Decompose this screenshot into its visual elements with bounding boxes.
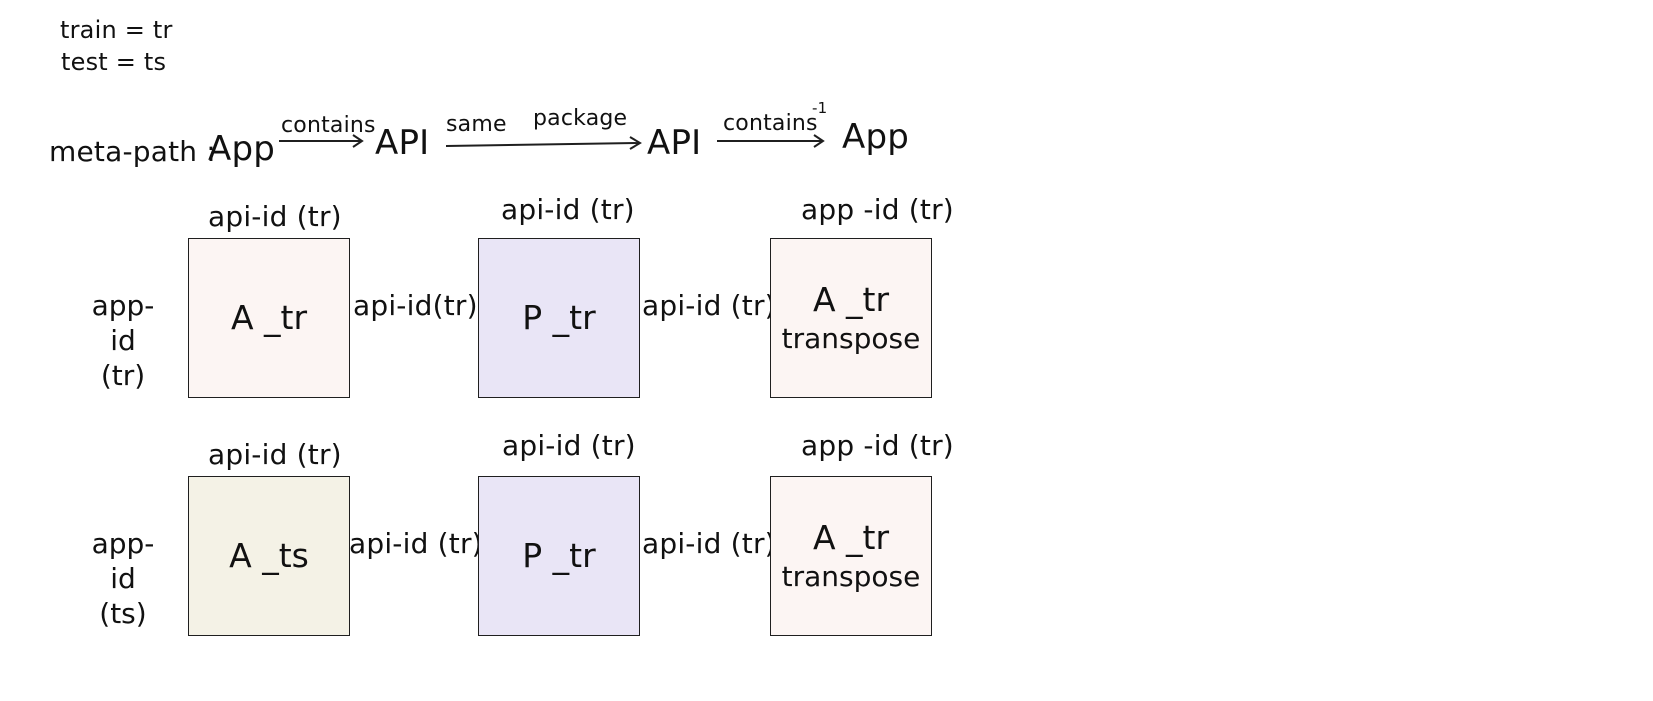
row2-col3-header: app -id (tr) (801, 429, 954, 462)
metapath-node-app-start: App (208, 129, 276, 169)
matrix-a-tr-transpose-row1-line1: A _tr (812, 279, 890, 319)
matrix-p-tr-row2: P _tr (478, 476, 640, 636)
metapath-edge-contains-inverse: contains (723, 111, 818, 136)
row1-label-line1: app-id (91, 289, 155, 357)
legend-train: train = tr (60, 16, 173, 44)
row1-between-label-1: api-id(tr) (353, 289, 478, 322)
row2-label: app-id (ts) (79, 526, 167, 631)
metapath-arrow-3 (717, 134, 825, 148)
matrix-a-tr-transpose-row1-line2: transpose (781, 321, 921, 355)
row2-between-label-1: api-id (tr) (349, 527, 483, 560)
metapath-edge-contains: contains (281, 113, 376, 138)
matrix-p-tr-row1-content: P _tr (522, 299, 595, 337)
matrix-p-tr-row2-label: P _tr (522, 536, 596, 576)
matrix-a-tr-row1-content: A _tr (231, 299, 307, 337)
row1-between-label-2: api-id (tr) (642, 289, 776, 322)
matrix-a-tr-transpose-row2-content: A _tr transpose (781, 517, 921, 593)
row2-col1-header: api-id (tr) (208, 438, 342, 471)
matrix-a-ts-row2-content: A _ts (229, 537, 309, 575)
row2-col2-header: api-id (tr) (502, 429, 636, 462)
matrix-p-tr-row1-label: P _tr (522, 298, 596, 338)
matrix-a-tr-row1-label: A _tr (230, 298, 308, 338)
matrix-p-tr-row2-content: P _tr (522, 537, 595, 575)
matrix-a-tr-row1: A _tr (188, 238, 350, 398)
matrix-a-ts-row2-label: A _ts (229, 536, 309, 576)
metapath-arrow-1 (279, 134, 364, 148)
row1-col2-header: api-id (tr) (501, 193, 635, 226)
matrix-a-tr-transpose-row2-line1: A _tr (812, 517, 890, 557)
matrix-a-tr-transpose-row1: A _tr transpose (770, 238, 932, 398)
metapath-edge-inverse-superscript: -1 (812, 99, 828, 117)
metapath-edge-same: same (446, 112, 507, 137)
row1-col3-header: app -id (tr) (801, 193, 954, 226)
metapath-node-api-2: API (647, 123, 702, 163)
metapath-edge-package: package (533, 106, 628, 131)
metapath-node-api-1: API (375, 123, 430, 163)
matrix-p-tr-row1: P _tr (478, 238, 640, 398)
matrix-a-tr-transpose-row2-line2: transpose (781, 559, 921, 593)
row1-col1-header: api-id (tr) (208, 200, 342, 233)
matrix-a-tr-transpose-row2: A _tr transpose (770, 476, 932, 636)
row1-label-line2: (tr) (100, 359, 146, 392)
matrix-a-ts-row2: A _ts (188, 476, 350, 636)
metapath-node-app-end: App (842, 117, 910, 157)
metapath-label: meta-path : (49, 135, 216, 168)
matrix-a-tr-transpose-row1-content: A _tr transpose (781, 279, 921, 355)
row2-label-line2: (ts) (99, 597, 147, 630)
legend-test: test = ts (61, 48, 167, 76)
row2-label-line1: app-id (91, 527, 155, 595)
metapath-arrow-2 (445, 136, 642, 150)
row2-between-label-2: api-id (tr) (642, 527, 776, 560)
row1-label: app-id (tr) (79, 288, 167, 393)
